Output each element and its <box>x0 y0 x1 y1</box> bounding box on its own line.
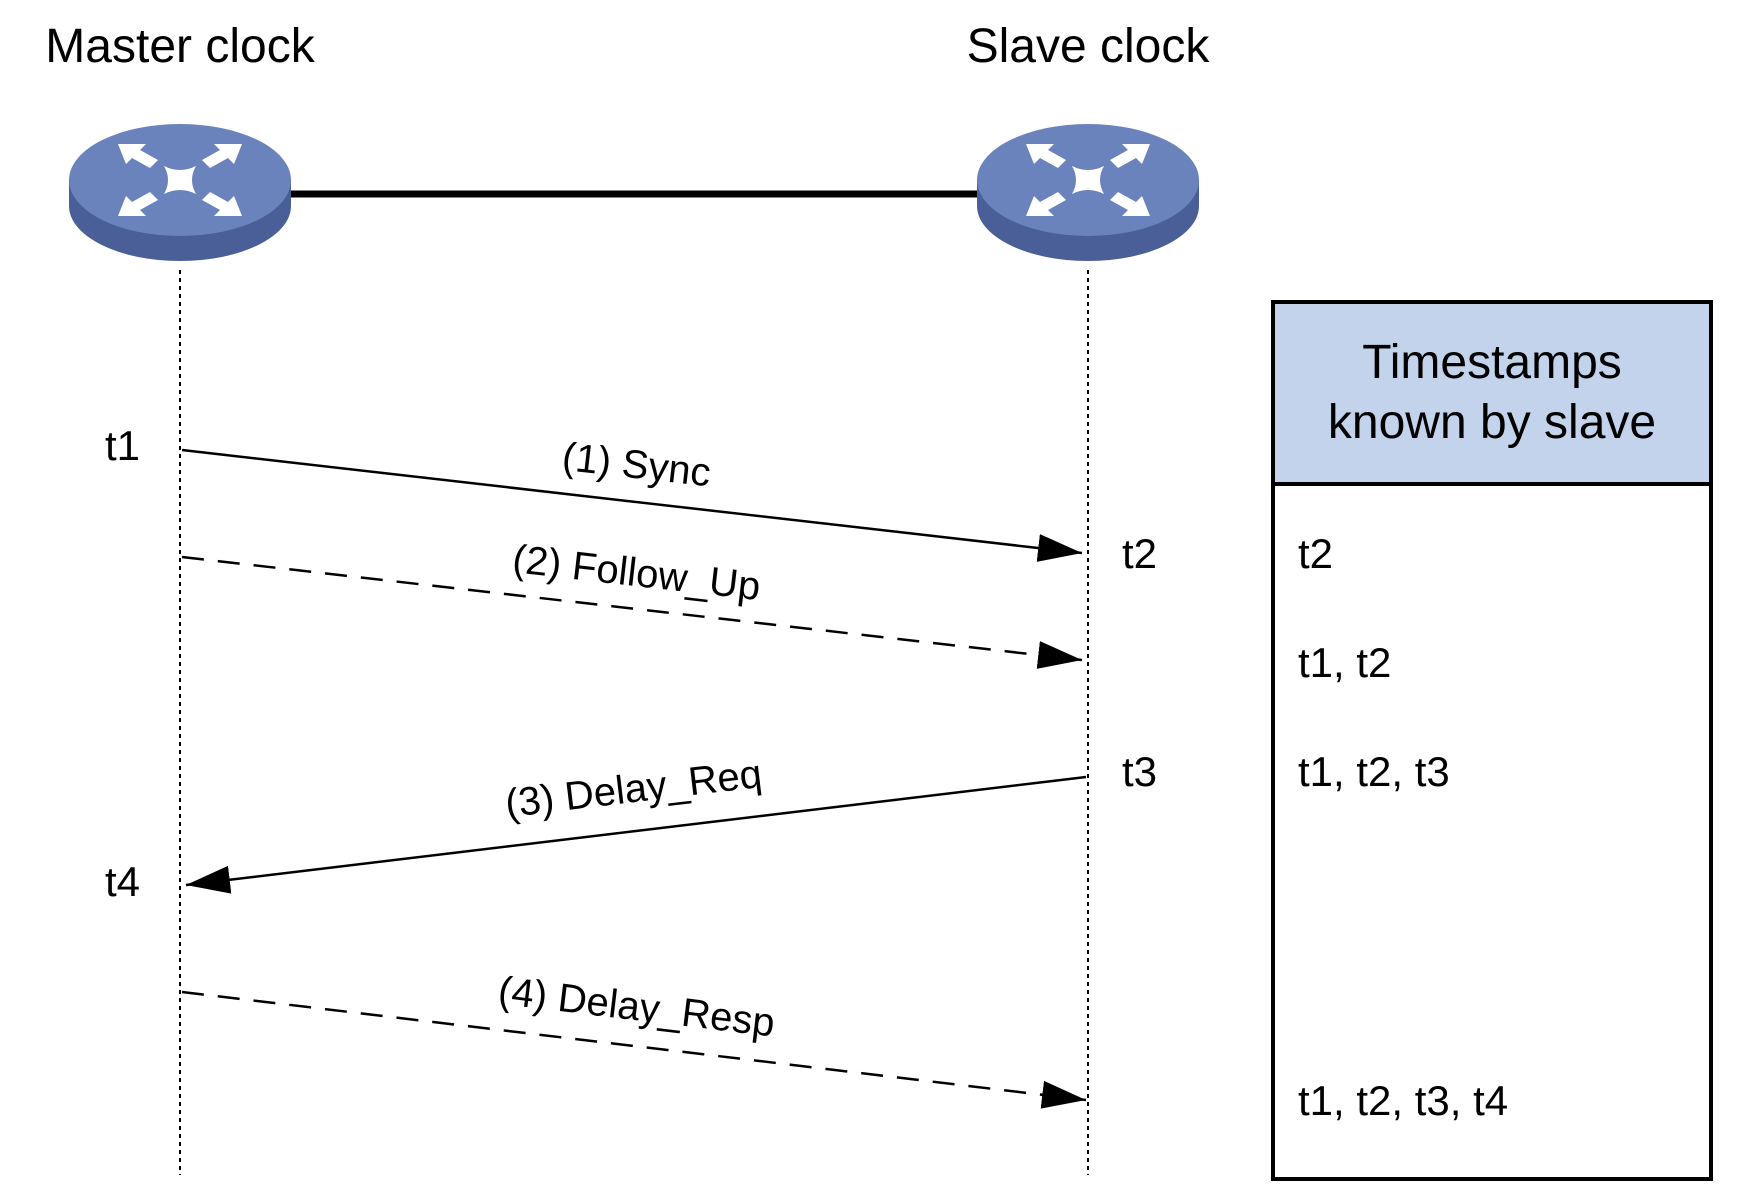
timestamp-t4: t4 <box>105 858 140 905</box>
timestamp-t3: t3 <box>1122 748 1157 795</box>
timestamps-table-header-bg <box>1271 300 1713 486</box>
timestamp-t2: t2 <box>1122 530 1157 577</box>
delay-resp-message-arrow <box>181 990 1087 1109</box>
timestamps-table-header-line1: Timestamps <box>1362 336 1622 389</box>
timestamps-table-entry: t2 <box>1298 530 1333 577</box>
slave-switch-icon <box>977 124 1199 261</box>
sync-message-label: (1) Sync <box>560 435 713 496</box>
sync-message-arrow <box>181 448 1083 562</box>
slave-clock-label: Slave clock <box>967 20 1211 73</box>
timestamp-t1: t1 <box>105 422 140 469</box>
delay-req-message-arrow <box>185 775 1087 894</box>
timestamps-table-body <box>1271 482 1713 1181</box>
timestamps-table-header-line2: known by slave <box>1328 396 1656 449</box>
follow-up-message-arrow <box>181 555 1083 669</box>
master-switch-icon <box>69 124 291 261</box>
timestamps-table-entry: t1, t2 <box>1298 639 1391 686</box>
delay-resp-message-label: (4) Delay_Resp <box>496 969 777 1046</box>
master-clock-label: Master clock <box>45 20 315 73</box>
timestamps-table-entry: t1, t2, t3 <box>1298 748 1450 795</box>
timestamps-table: Timestamps known by slave t2 t1, t2 t1, … <box>1271 300 1713 1181</box>
timestamps-table-entry: t1, t2, t3, t4 <box>1298 1077 1508 1124</box>
delay-req-message-label: (3) Delay_Req <box>503 752 764 826</box>
